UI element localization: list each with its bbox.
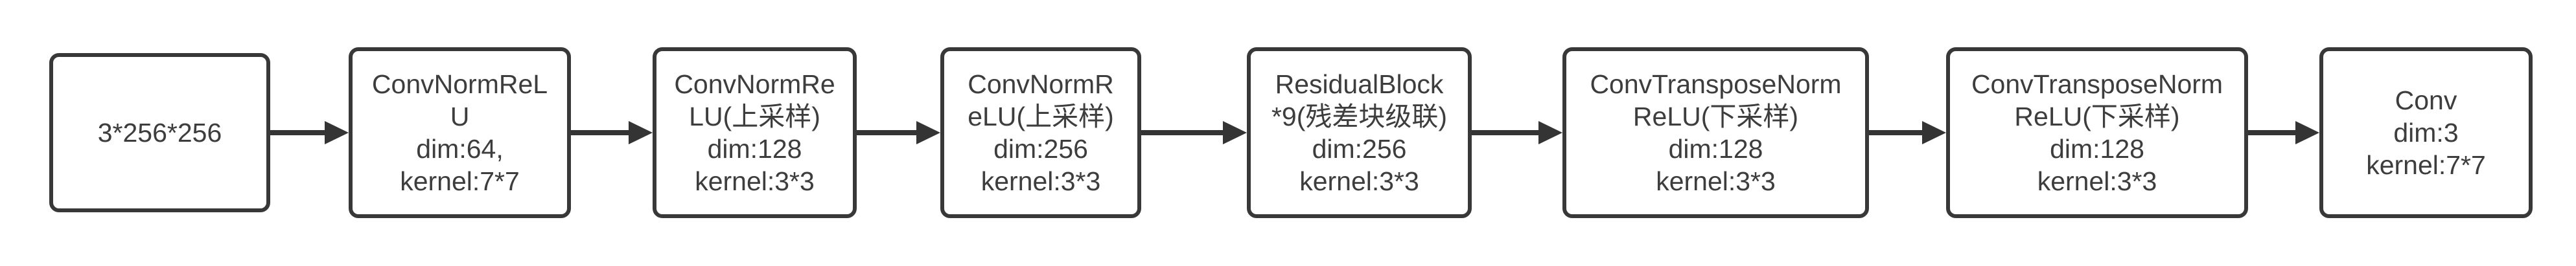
node-label-line: ReLU(下采样) [1632, 102, 1799, 131]
node-label-line: ConvTransposeNorm [1971, 69, 2223, 99]
node-label-line: kernel:3*3 [2037, 166, 2157, 196]
node-residualblock-x9: ResidualBlock *9(残差块级联) dim:256 kernel:3… [1247, 47, 1472, 218]
node-label-line: ConvTransposeNorm [1590, 69, 1842, 99]
flow-arrow-4-icon [1141, 130, 1223, 135]
node-label-line: ResidualBlock [1275, 69, 1444, 99]
node-label-line: Conv [2395, 85, 2457, 115]
flow-arrow-6-icon [1869, 130, 1922, 135]
node-label-line: ReLU(下采样) [2014, 102, 2180, 131]
node-label-line: ConvNormR [968, 69, 1114, 99]
flow-arrow-2-icon [571, 130, 629, 135]
node-label-line: dim:128 [2050, 134, 2144, 164]
node-convtranspose-downsample-128-second: ConvTransposeNorm ReLU(下采样) dim:128 kern… [1946, 47, 2248, 218]
node-label-line: LU(上采样) [689, 102, 820, 131]
node-input-tensor: 3*256*256 [49, 53, 270, 212]
node-label-line: dim:256 [993, 134, 1088, 164]
node-convtranspose-downsample-128-first: ConvTransposeNorm ReLU(下采样) dim:128 kern… [1562, 47, 1869, 218]
node-label-line: eLU(上采样) [968, 102, 1114, 131]
flow-arrow-7-icon [2248, 130, 2295, 135]
node-label-line: kernel:7*7 [2366, 150, 2486, 180]
node-label-line: 3*256*256 [97, 118, 222, 148]
node-label-line: U [450, 102, 470, 131]
node-label-line: dim:64, [416, 134, 504, 164]
node-label-line: dim:3 [2393, 118, 2459, 148]
node-label-line: dim:128 [1668, 134, 1763, 164]
node-label-line: dim:256 [1312, 134, 1407, 164]
node-label-line: ConvNormReL [371, 69, 548, 99]
node-label-line: kernel:3*3 [1656, 166, 1776, 196]
node-convnormrelu-upsample-256: ConvNormR eLU(上采样) dim:256 kernel:3*3 [940, 47, 1141, 218]
flow-arrow-3-icon [857, 130, 916, 135]
flow-arrow-5-icon [1472, 130, 1538, 135]
node-label-line: kernel:3*3 [981, 166, 1101, 196]
node-conv-output: Conv dim:3 kernel:7*7 [2319, 47, 2533, 218]
node-convnormrelu-upsample-128: ConvNormRe LU(上采样) dim:128 kernel:3*3 [653, 47, 857, 218]
node-label-line: *9(残差块级联) [1271, 102, 1448, 131]
node-label-line: kernel:3*3 [695, 166, 815, 196]
node-label-line: kernel:7*7 [400, 166, 520, 196]
node-convnormrelu-64: ConvNormReL U dim:64, kernel:7*7 [349, 47, 571, 218]
node-label-line: kernel:3*3 [1299, 166, 1419, 196]
node-label-line: ConvNormRe [674, 69, 835, 99]
flow-arrow-1-icon [270, 130, 325, 135]
node-label-line: dim:128 [707, 134, 802, 164]
